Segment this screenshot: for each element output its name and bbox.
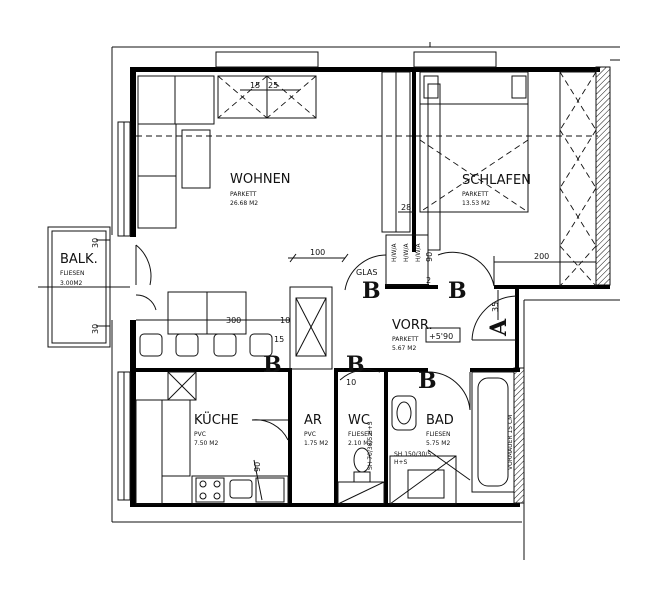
dim-100: 100 (310, 248, 325, 257)
bad-shower-note: SH 150/30/5 (394, 451, 431, 458)
wc-shower-note: SH 70/30/5 H+S (367, 421, 374, 470)
room-floor-wohnen: PARKETT (230, 191, 257, 198)
room-name-wc: WC (348, 413, 370, 428)
section-marker-b4: B (346, 352, 365, 378)
room-floor-bad: FLIESEN (426, 431, 450, 438)
kitchen-furniture (135, 371, 289, 505)
dim-90-kitchen: 90 (253, 462, 262, 472)
dim-2: 2 (426, 276, 431, 285)
dim-15-top: 15 (250, 81, 260, 90)
glass-door-label: GLAS (356, 268, 377, 277)
room-floor-wc: FLIESEN (348, 431, 372, 438)
room-area-bad: 5.75 M2 (426, 440, 450, 447)
room-name-kueche: KÜCHE (194, 411, 239, 428)
vormauer-note: VORMAUER 15 CM (507, 415, 514, 470)
room-floor-vorr: PARKETT (392, 336, 419, 343)
schlafen-furniture (419, 71, 597, 287)
room-name-ar: AR (304, 413, 322, 428)
room-name-balk: BALK. (60, 252, 98, 267)
room-name-schlafen: SCHLAFEN (462, 173, 531, 188)
shaft-label-1: H/W/A (391, 243, 398, 262)
wohnen-furniture (136, 71, 598, 357)
section-marker-b1: B (362, 278, 381, 304)
room-name-wohnen: WOHNEN (230, 172, 291, 187)
room-area-wohnen: 26.68 M2 (230, 200, 258, 207)
room-floor-schlafen: PARKETT (462, 191, 489, 198)
dim-25-top: 25 (268, 81, 278, 90)
section-marker-b3: B (263, 352, 282, 378)
section-marker-a: A (486, 318, 512, 337)
dim-10-a: 10 (280, 316, 290, 325)
dim-300: 300 (226, 316, 241, 325)
dim-10-b: 10 (346, 378, 356, 387)
dim-30-balk-top: 30 (91, 238, 100, 248)
room-floor-kueche: PVC (194, 431, 206, 438)
shaft-label-3: H/W/A (415, 243, 422, 262)
interior-walls (136, 72, 520, 504)
floor-level-label: +5'90 (429, 332, 453, 341)
ar-shaft (295, 297, 327, 357)
room-area-vorr: 5.67 M2 (392, 345, 416, 352)
top-windows (215, 51, 497, 68)
room-area-wc: 2.10 M2 (348, 440, 372, 447)
dim-28: 28 (401, 203, 411, 212)
annotations: GLAS +5'90 SH 70/30/5 H+S SH 150/30/5 H+… (263, 268, 514, 470)
outer-outline (111, 42, 620, 560)
dimension-lines (96, 89, 596, 501)
dim-35: 35 (491, 302, 500, 312)
dimension-labels: 15 25 28 100 200 300 10 15 10 90 90 30 3… (91, 81, 549, 472)
section-marker-b5: B (418, 368, 437, 394)
dim-15-b: 15 (274, 335, 284, 344)
room-name-vorr: VORR. (392, 318, 433, 333)
room-name-bad: BAD (426, 413, 454, 428)
room-area-balk: 3.00M2 (60, 280, 83, 287)
room-labels: WOHNEN PARKETT 26.68 M2 SCHLAFEN PARKETT… (60, 172, 531, 447)
room-area-kueche: 7.50 M2 (194, 440, 218, 447)
left-windows (117, 121, 131, 501)
room-area-ar: 1.75 M2 (304, 440, 328, 447)
bad-shower-note-2: H+S (394, 459, 408, 466)
room-area-schlafen: 13.53 M2 (462, 200, 490, 207)
section-marker-b2: B (448, 278, 467, 304)
wc-fixtures (337, 447, 385, 505)
dim-200: 200 (534, 252, 549, 261)
balcony (38, 226, 130, 348)
dim-30-balk-bottom: 30 (91, 324, 100, 334)
dim-90-shaft: 90 (425, 252, 434, 262)
room-floor-balk: FLIESEN (60, 270, 84, 277)
bath-fixtures (389, 371, 515, 505)
room-floor-ar: PVC (304, 431, 316, 438)
shaft-label-2: H/W/A (403, 243, 410, 262)
doors (135, 244, 517, 441)
